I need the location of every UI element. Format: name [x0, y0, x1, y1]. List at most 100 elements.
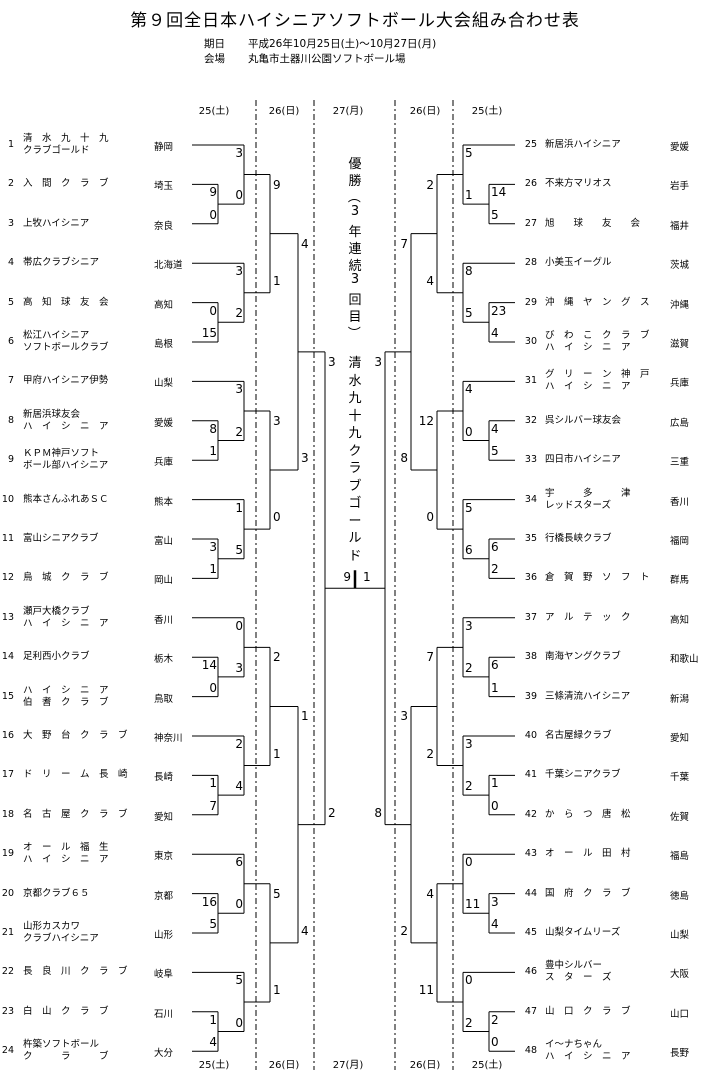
left-score: 9 [273, 177, 281, 192]
team-prefecture: 群馬 [670, 575, 690, 587]
team-number: 20 [1, 887, 14, 899]
right-score: 3 [465, 737, 473, 751]
team-name: 帯広クラブシニア [23, 257, 100, 269]
team-prefecture: 山梨 [154, 378, 174, 390]
team-prefecture: 福岡 [670, 536, 690, 547]
team-number: 43 [524, 848, 537, 860]
team-prefecture: 東京 [154, 851, 174, 863]
venue-value: 丸亀市土器川公園ソフトボール場 [248, 53, 406, 65]
team-number: 13 [1, 611, 14, 623]
right-score: 4 [491, 421, 499, 436]
team-prefecture: 埼玉 [154, 181, 174, 193]
left-score: 3 [301, 451, 309, 466]
left-score: 0 [209, 303, 217, 318]
left-score: 15 [201, 326, 217, 340]
right-score: 11 [465, 897, 481, 912]
team-name: 上牧ハイシニア [23, 217, 90, 229]
team-prefecture: 愛知 [154, 811, 174, 823]
team-name: 清 水 九 十 九クラブゴールド [23, 133, 109, 156]
right-score: 0 [491, 798, 499, 813]
team-prefecture: 山口 [670, 1008, 690, 1020]
left-score: 1 [301, 709, 309, 724]
team-name: 四日市ハイシニア [545, 454, 621, 466]
footer-left-d25: 25(土) [198, 1060, 230, 1071]
team-name: 不来方マリオス [545, 178, 612, 190]
team-prefecture: 徳島 [670, 890, 690, 902]
left-score: 5 [235, 542, 243, 557]
team-prefecture: 滋賀 [670, 339, 690, 350]
team-name: 三條清流ハイシニア [545, 690, 631, 702]
team-number: 38 [524, 651, 537, 663]
team-name: ハ イ シ ニ ア伯 耆 ク ラ ブ [23, 684, 109, 708]
right-score: 6 [491, 658, 499, 673]
right-score: 7 [400, 236, 408, 251]
team-name: 名 古 屋 ク ラ ブ [23, 808, 128, 820]
team-number: 35 [524, 533, 537, 544]
team-name: 甲府ハイシニア伊勢 [23, 375, 109, 387]
right-score: 2 [465, 660, 473, 675]
team-prefecture: 三重 [670, 457, 690, 469]
left-score: 16 [201, 894, 217, 909]
team-number: 14 [1, 651, 14, 663]
team-prefecture: 北海道 [154, 260, 183, 272]
team-number: 11 [1, 533, 14, 544]
right-score: 6 [491, 540, 499, 554]
left-score: 1 [209, 776, 217, 791]
left-score: 2 [235, 424, 243, 439]
team-prefecture: 愛媛 [670, 142, 690, 153]
footer-right-d25: 25(土) [471, 1060, 503, 1071]
right-score: 0 [465, 855, 473, 870]
team-name: 足利西小クラブ [23, 651, 90, 663]
team-name: ア ル テ ッ ク [545, 611, 631, 623]
team-prefecture: 兵庫 [670, 378, 690, 390]
left-score: 0 [273, 510, 281, 525]
team-number: 9 [7, 454, 14, 466]
date-label: 期日 [204, 38, 225, 50]
team-prefecture: 新潟 [670, 693, 690, 705]
team-prefecture: 熊本 [154, 496, 174, 508]
right-score: 0 [465, 424, 473, 439]
team-name: ド リ ー ム 長 崎 [23, 769, 128, 781]
left-score: 1 [273, 746, 281, 761]
team-name: ＫＰＭ神戸ソフトボール部ハイシニア [23, 448, 109, 472]
team-prefecture: 香川 [154, 614, 174, 626]
team-prefecture: 兵庫 [154, 457, 174, 469]
right-score: 8 [400, 451, 408, 466]
left-score: 2 [273, 650, 281, 665]
team-number: 47 [524, 1005, 537, 1017]
team-name: び わ こ ク ラ ブハ イ シ ニ ア [545, 330, 650, 353]
team-prefecture: 佐賀 [670, 811, 690, 823]
team-number: 21 [1, 927, 14, 938]
right-score: 4 [491, 917, 499, 931]
team-name: オ ー ル 田 村 [545, 848, 631, 860]
left-score: 9 [209, 185, 217, 200]
left-score: 0 [209, 680, 217, 695]
right-score: 14 [491, 185, 507, 200]
header-left-d26: 26(日) [268, 106, 300, 117]
right-score: 5 [465, 146, 473, 160]
right-score: 1 [491, 680, 499, 695]
team-prefecture: 和歌山 [670, 654, 699, 666]
team-number: 45 [524, 927, 537, 938]
team-number: 16 [1, 730, 14, 741]
footer-left-d26: 26(日) [268, 1060, 300, 1071]
team-prefecture: 茨城 [670, 260, 690, 272]
left-score: 0 [235, 188, 243, 203]
left-score: 0 [235, 1015, 243, 1030]
team-name: 入 間 ク ラ ブ [23, 178, 109, 190]
left-score: 2 [235, 306, 243, 321]
right-score: 1 [491, 776, 499, 791]
right-score: 4 [426, 273, 434, 288]
left-score: 1 [209, 1012, 217, 1027]
right-score: 1 [465, 188, 473, 203]
team-name: 山 口 ク ラ ブ [545, 1005, 631, 1017]
page-title: 第９回全日本ハイシニアソフトボール大会組み合わせ表 [130, 11, 580, 31]
right-score: 6 [465, 542, 473, 557]
team-prefecture: 神奈川 [154, 733, 183, 744]
right-score: 7 [426, 650, 434, 665]
right-score: 8 [465, 264, 473, 279]
right-score: 4 [491, 326, 499, 340]
left-score: 1 [273, 273, 281, 288]
right-score: 3 [465, 618, 473, 633]
team-prefecture: 鳥取 [154, 693, 174, 705]
